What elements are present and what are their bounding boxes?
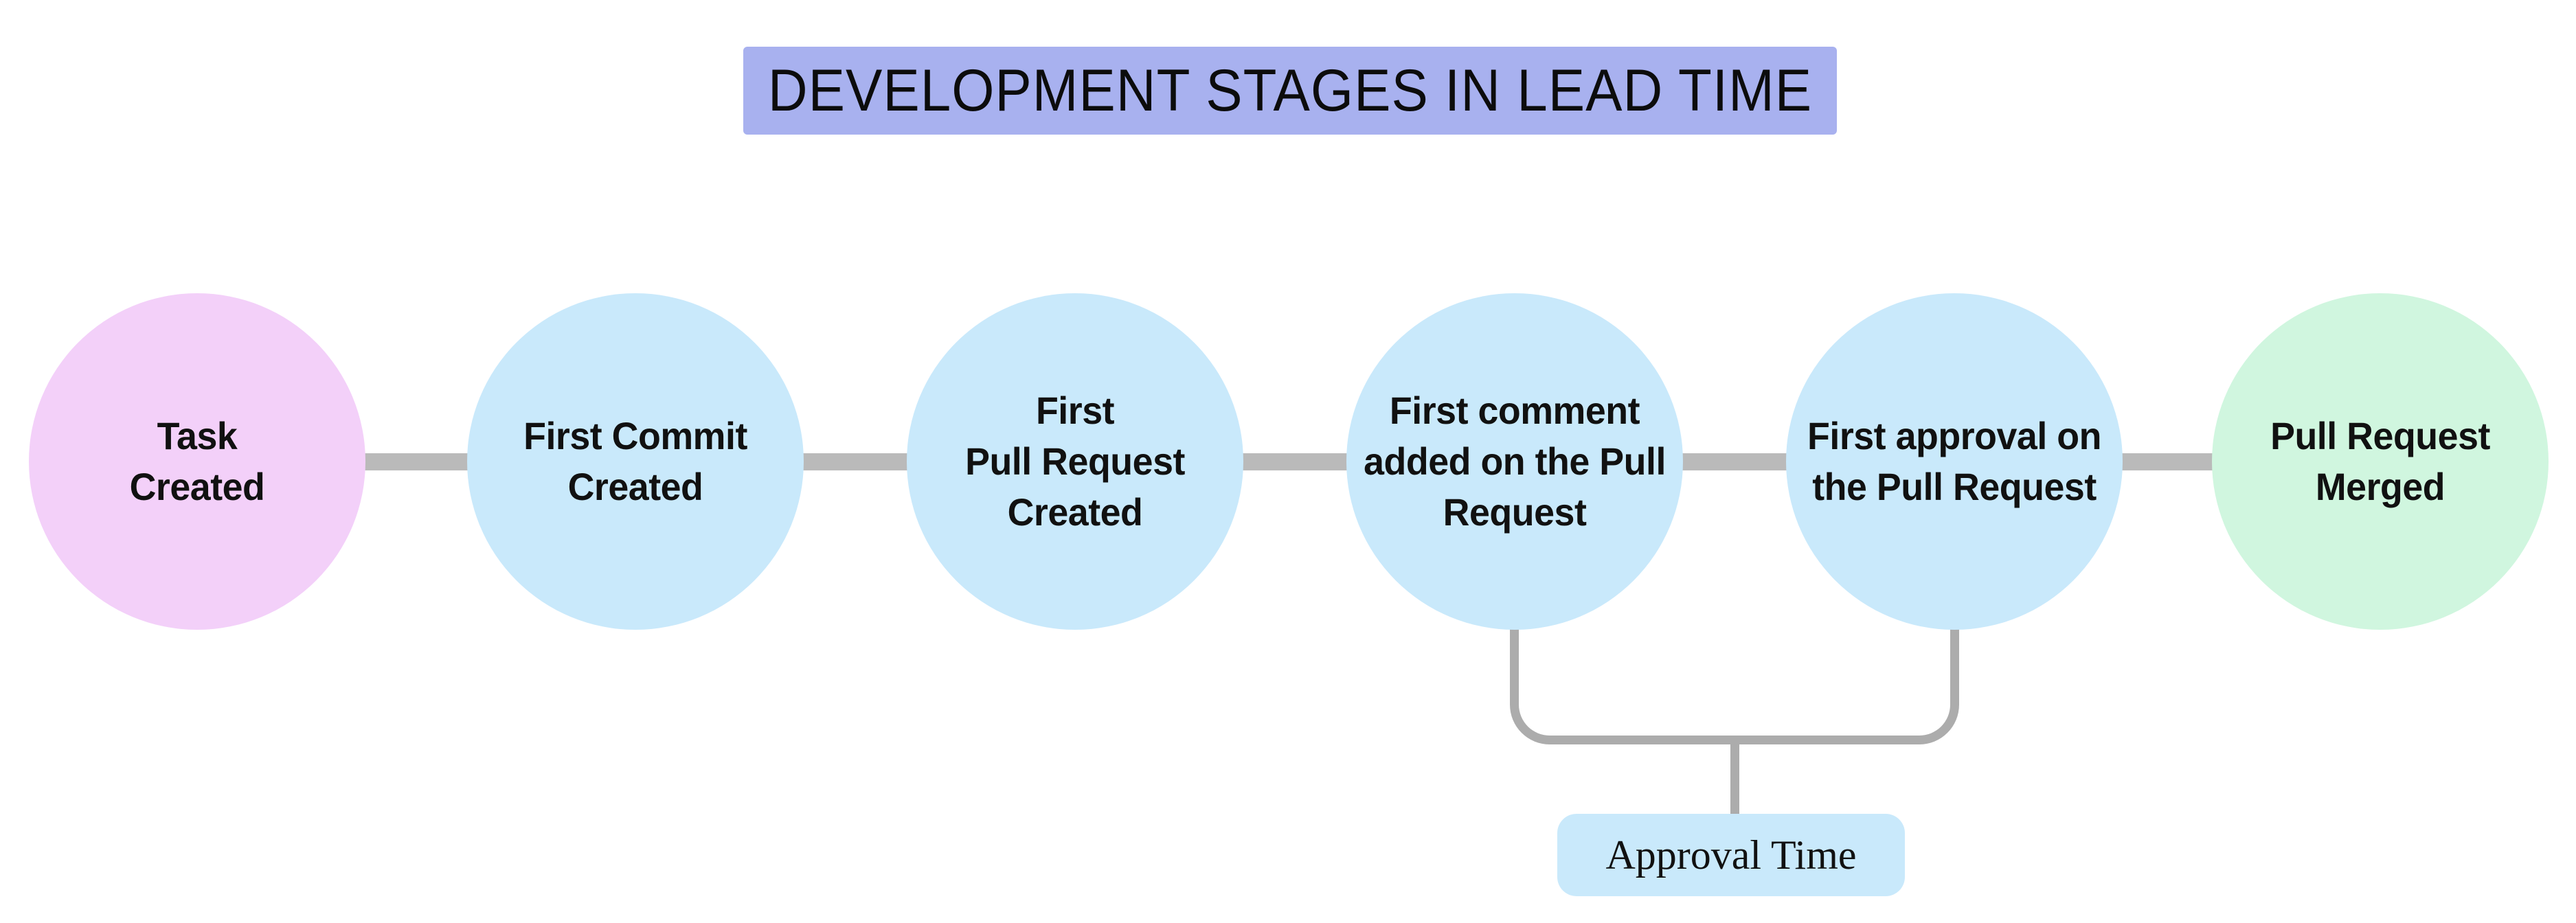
stage-label-first-commit-created: First Commit Created: [523, 414, 747, 508]
stage-label-first-comment-added: First comment added on the Pull Request: [1364, 389, 1666, 534]
approval-span-bracket: [1510, 624, 1959, 744]
stage-node-pull-request-merged: Pull Request Merged: [2212, 293, 2549, 630]
stage-label-first-approval: First approval on the Pull Request: [1807, 414, 2101, 508]
stage-node-first-approval: First approval on the Pull Request: [1786, 293, 2123, 630]
stage-node-first-comment-added: First comment added on the Pull Request: [1346, 293, 1683, 630]
stage-node-first-pull-request-created: First Pull Request Created: [907, 293, 1243, 630]
stage-label-first-pull-request-created: First Pull Request Created: [965, 389, 1185, 534]
approval-bracket-stem: [1730, 736, 1739, 819]
stage-label-task-created: Task Created: [129, 414, 265, 508]
stage-node-first-commit-created: First Commit Created: [467, 293, 804, 630]
stage-node-task-created: Task Created: [29, 293, 365, 630]
approval-time-label: Approval Time: [1605, 832, 1857, 878]
stage-label-pull-request-merged: Pull Request Merged: [2270, 414, 2490, 508]
title-banner: DEVELOPMENT STAGES IN LEAD TIME: [743, 47, 1837, 135]
page-title: DEVELOPMENT STAGES IN LEAD TIME: [767, 57, 1813, 124]
approval-time-callout: Approval Time: [1557, 814, 1905, 896]
